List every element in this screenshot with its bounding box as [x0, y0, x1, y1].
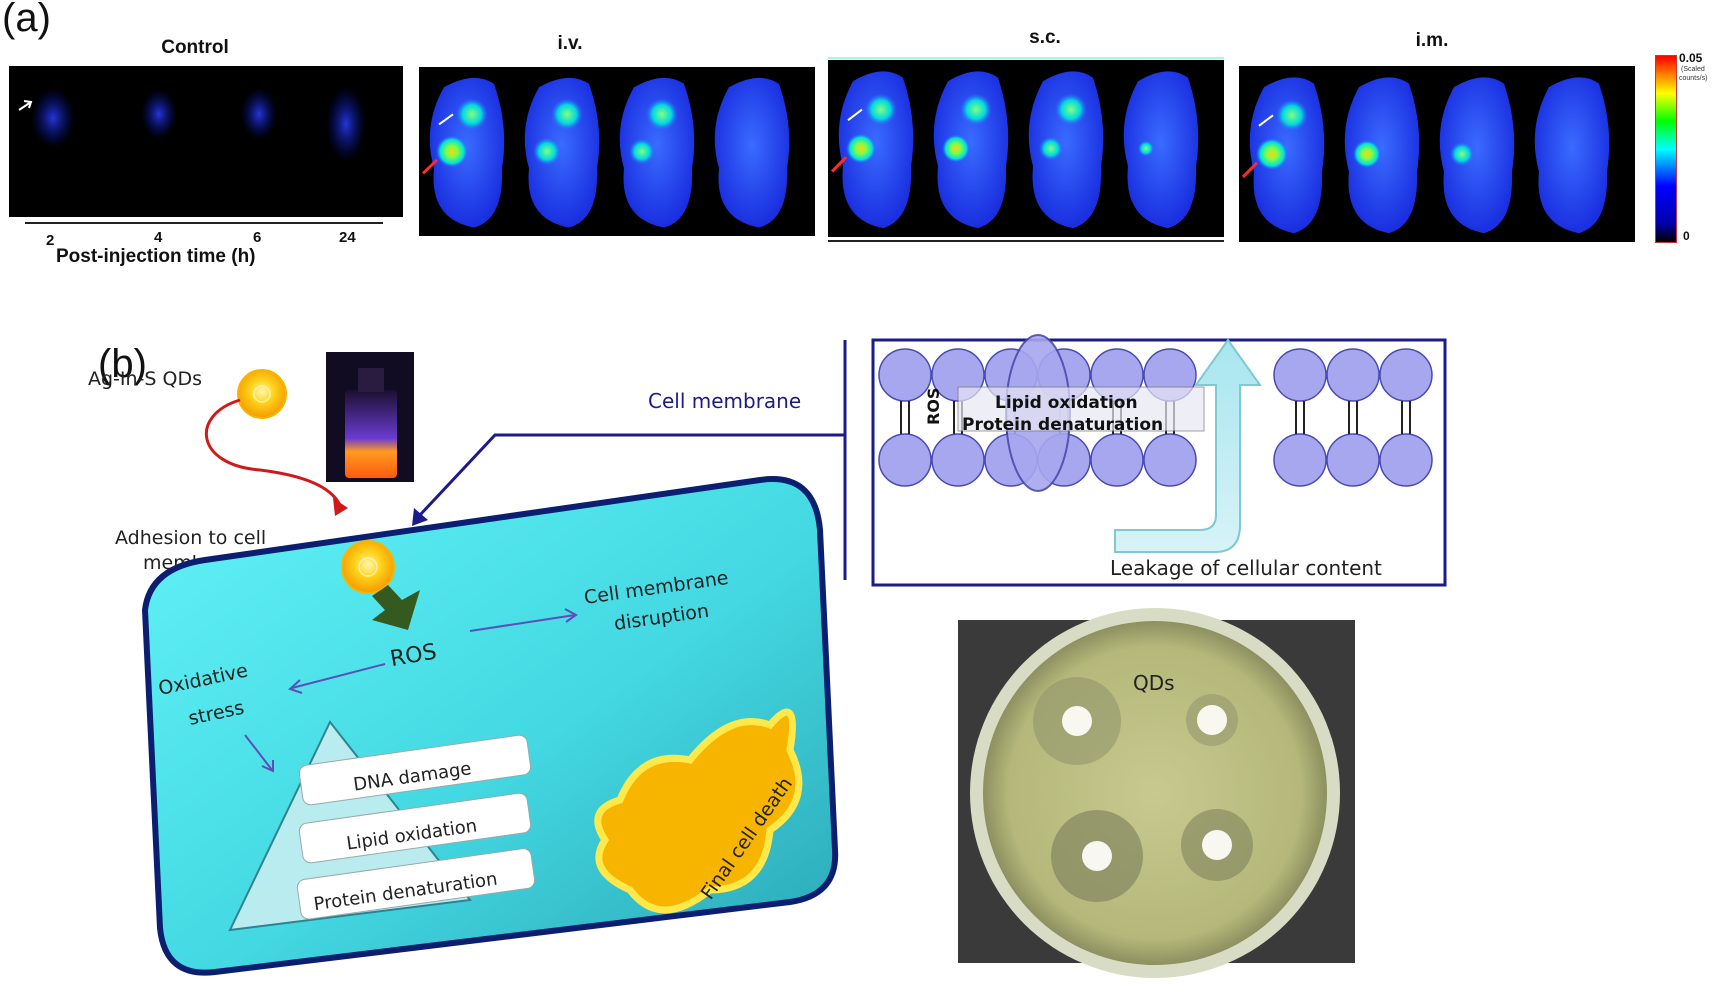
mouse-image-1 — [429, 77, 505, 228]
mouse-image-2 — [524, 77, 600, 228]
control-mouse-2h — [31, 88, 75, 148]
im-imaging-panel — [1239, 66, 1635, 242]
white-arrow-icon — [1258, 114, 1274, 127]
iv-imaging-panel — [419, 67, 815, 236]
colorbar-max-label: 0.05 — [1679, 51, 1703, 65]
qd-vial — [345, 390, 397, 478]
time-tick-6: 6 — [253, 229, 262, 246]
white-arrow-icon — [438, 113, 454, 126]
panel-a-letter: (a) — [2, 0, 51, 40]
colorbar-unit-2: counts/s) — [1679, 75, 1708, 82]
group-title-control: Control — [161, 37, 229, 58]
pyramid-item-lipid: Lipid oxidation — [298, 792, 532, 864]
iv-mouse-images — [421, 77, 790, 228]
colorbar-min-label: 0 — [1683, 229, 1690, 243]
inset-ros-label: ROS — [924, 388, 943, 425]
adhesion-label-1: Adhesion to cell — [115, 527, 266, 549]
leakage-arrow — [1114, 338, 1262, 553]
control-mouse-4h — [141, 89, 177, 139]
red-arrow-icon — [421, 158, 439, 175]
red-arrow — [204, 398, 342, 506]
callout-line — [418, 433, 845, 517]
green-arrow — [372, 585, 420, 630]
mouse-image-3 — [1028, 71, 1104, 229]
mouse-image-4 — [1534, 77, 1610, 234]
control-mouse-24h — [326, 86, 366, 162]
time-axis-line — [25, 222, 383, 224]
qd-particle-adhered — [341, 540, 395, 594]
group-title-im: i.m. — [1415, 30, 1449, 51]
group-title-iv: i.v. — [557, 33, 583, 54]
ros-arrows — [244, 608, 578, 773]
red-arrow-head — [333, 498, 348, 516]
time-axis-label: Post-injection time (h) — [56, 246, 256, 267]
vial-neck — [358, 368, 384, 392]
panel-b-letter: (b) — [98, 342, 147, 386]
mouse-image-4 — [714, 77, 790, 228]
group-title-sc: s.c. — [1029, 27, 1061, 48]
final-death-blob — [594, 708, 803, 914]
inset-label-box — [957, 386, 1205, 432]
red-arrow-icon — [830, 156, 848, 173]
paper-discs — [1062, 705, 1232, 871]
qd-particle-top — [237, 369, 287, 419]
mouse-image-3 — [1439, 77, 1515, 234]
leakage-label: Leakage of cellular content — [1110, 556, 1382, 580]
callout-arrow-head — [412, 508, 428, 526]
mouse-image-2 — [933, 71, 1009, 229]
inset-protein-label: Protein denaturation — [962, 415, 1163, 435]
white-arrow-icon — [18, 100, 33, 111]
mouse-image-1 — [1249, 77, 1325, 234]
mouse-image-1 — [838, 71, 914, 229]
qd-label: Ag-In-S QDs — [88, 368, 202, 390]
mouse-image-4 — [1123, 71, 1199, 229]
time-tick-24: 24 — [339, 229, 356, 246]
mouse-image-2 — [1344, 77, 1420, 234]
inset-lipid-label: Lipid oxidation — [995, 393, 1138, 413]
mechanism-diagram: Ag-In-S QDs Adhesion to cell membrane RO… — [88, 334, 1447, 978]
control-mouse-6h — [241, 88, 277, 140]
sc-mouse-images — [830, 71, 1199, 229]
im-mouse-images — [1241, 77, 1610, 234]
mouse-image-3 — [619, 77, 695, 228]
plate-label: QDs — [1133, 671, 1175, 695]
control-imaging-panel — [9, 66, 403, 217]
sc-imaging-panel — [828, 60, 1224, 237]
time-tick-4: 4 — [154, 229, 163, 246]
sc-top-line — [828, 57, 1224, 59]
time-tick-2: 2 — [46, 232, 55, 249]
white-arrow-icon — [847, 108, 863, 121]
red-arrow-icon — [1241, 161, 1259, 178]
colorbar-unit-1: (Scaled — [1681, 66, 1705, 73]
sc-bottom-line — [828, 240, 1224, 242]
control-mouse-images — [18, 86, 366, 162]
colorbar — [1655, 55, 1677, 243]
cell-membrane-label: Cell membrane — [648, 389, 801, 413]
